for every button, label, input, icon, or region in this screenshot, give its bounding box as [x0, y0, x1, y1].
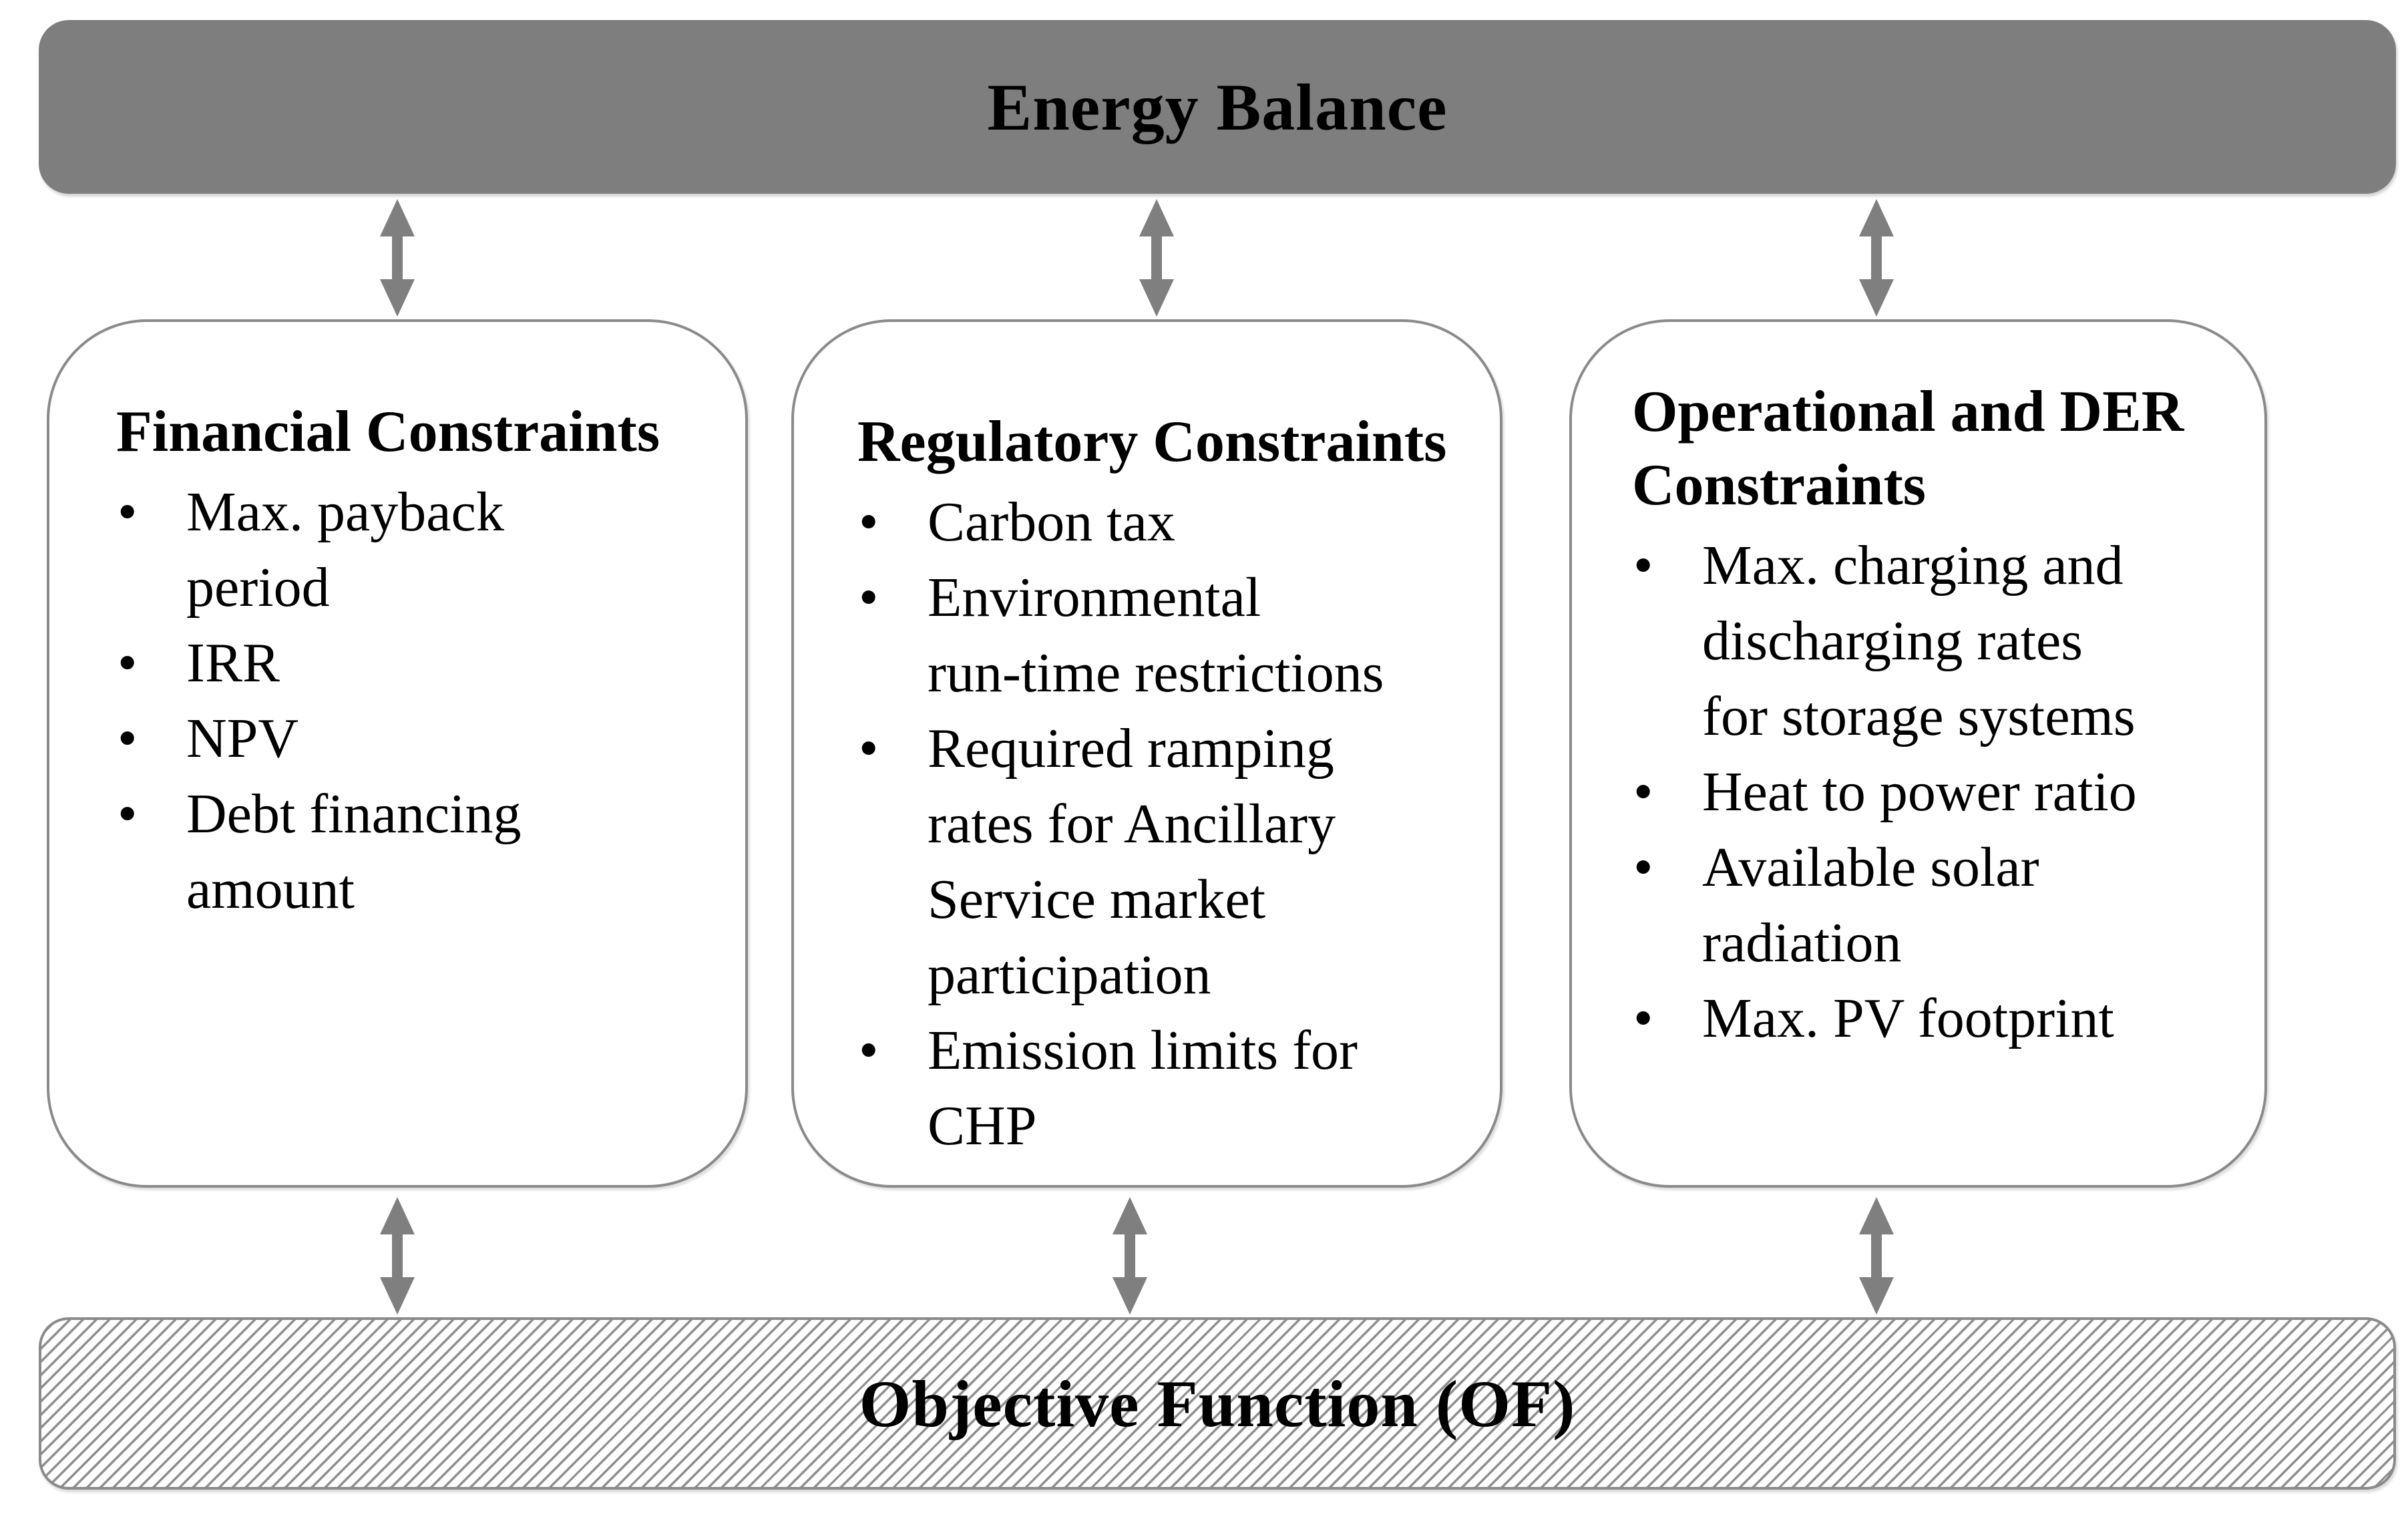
double-arrow-icon: [376, 198, 419, 318]
financial-constraints-box: Financial Constraints Max. payback perio…: [47, 319, 748, 1188]
box-title: Operational and DER Constraints: [1632, 379, 2184, 518]
list-item: Required ramping rates for Ancillary Ser…: [857, 711, 1476, 1013]
list-item: Max. charging and discharging rates for …: [1632, 528, 2244, 754]
energy-balance-bar: Energy Balance: [39, 20, 2396, 194]
energy-balance-label: Energy Balance: [987, 69, 1448, 144]
list-item: Available solar radiation: [1632, 830, 2244, 981]
bullet-list: Carbon tax Environmental run-time restri…: [857, 484, 1476, 1164]
objective-function-bar: Objective Function (OF): [39, 1317, 2396, 1490]
list-item: Emission limits for CHP: [857, 1013, 1476, 1164]
box-title: Financial Constraints: [116, 399, 660, 464]
bullet-list: Max. charging and discharging rates for …: [1632, 528, 2244, 1056]
list-item: IRR: [116, 625, 709, 701]
box-title: Regulatory Constraints: [857, 409, 1447, 474]
double-arrow-icon: [1855, 1196, 1898, 1316]
list-item: Carbon tax: [857, 484, 1476, 560]
list-item: Heat to power ratio: [1632, 754, 2244, 830]
double-arrow-icon: [1855, 198, 1898, 318]
double-arrow-icon: [1135, 198, 1178, 318]
operational-der-constraints-box: Operational and DER Constraints Max. cha…: [1569, 319, 2267, 1188]
list-item: NPV: [116, 701, 709, 776]
regulatory-constraints-box: Regulatory Constraints Carbon tax Enviro…: [791, 319, 1502, 1188]
bullet-list: Max. payback period IRR NPV Debt financi…: [116, 474, 709, 927]
list-item: Debt financing amount: [116, 776, 709, 927]
objective-function-label: Objective Function (OF): [859, 1366, 1576, 1441]
double-arrow-icon: [376, 1196, 419, 1316]
list-item: Environmental run-time restrictions: [857, 560, 1476, 711]
list-item: Max. payback period: [116, 474, 709, 625]
list-item: Max. PV footprint: [1632, 981, 2244, 1056]
double-arrow-icon: [1109, 1196, 1151, 1316]
